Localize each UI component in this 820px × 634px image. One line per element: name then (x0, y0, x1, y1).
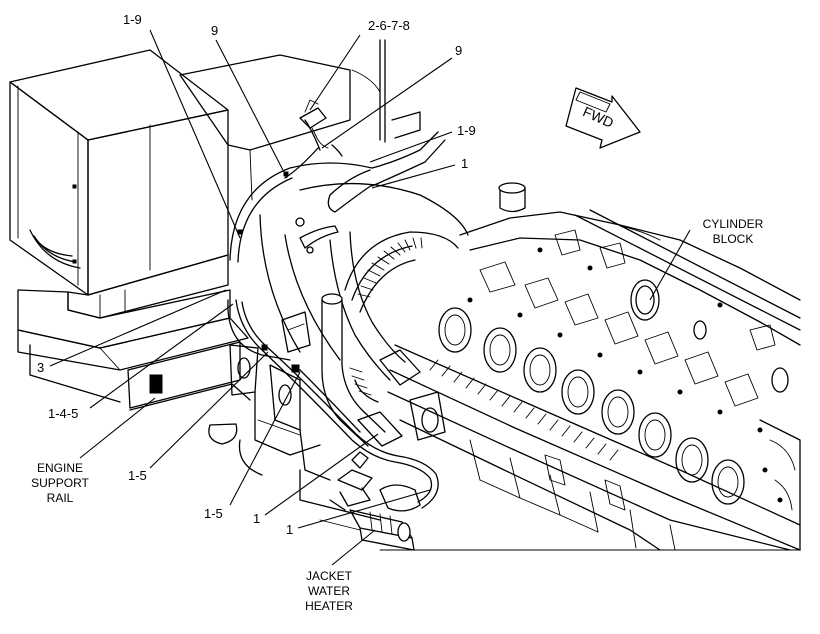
callout-1-5-lower: 1-5 (204, 506, 223, 521)
callout-1-9-top: 1-9 (123, 12, 142, 27)
engine-block (379, 182, 801, 551)
cylinder-bores (438, 307, 745, 505)
callout-1-right: 1 (461, 156, 468, 171)
flywheel-ring-gear (344, 231, 459, 403)
component-labels: CYLINDER BLOCK ENGINE SUPPORT RAIL JACKE… (31, 217, 764, 613)
callout-9-right: 9 (455, 43, 462, 58)
block-skirt (469, 439, 676, 551)
leader-lines (49, 29, 691, 566)
support-rail (17, 289, 381, 521)
label-cylinder-block-1: CYLINDER (703, 217, 764, 231)
block-hatching (429, 359, 619, 461)
label-engine-support-rail-3: RAIL (47, 491, 74, 505)
heater-assembly (319, 451, 421, 551)
label-jacket-water-heater-1: JACKET (306, 569, 353, 583)
block-bolts (467, 247, 783, 503)
callout-1-9-right: 1-9 (457, 123, 476, 138)
label-engine-support-rail-2: SUPPORT (31, 476, 89, 490)
callout-1-lower-a: 1 (253, 511, 260, 526)
label-cylinder-block-2: BLOCK (713, 232, 754, 246)
vent-line (284, 99, 343, 179)
callout-1-4-5: 1-4-5 (48, 406, 78, 421)
callout-1-lower-b: 1 (286, 522, 293, 537)
callout-9-left: 9 (211, 23, 218, 38)
fwd-label: FWD (581, 103, 617, 131)
block-bosses (479, 229, 776, 407)
callout-1-5-upper: 1-5 (128, 468, 147, 483)
label-jacket-water-heater-2: WATER (308, 584, 350, 598)
heater-hose (235, 299, 439, 509)
callout-2-6-7-8: 2-6-7-8 (368, 18, 410, 33)
upper-frame (179, 39, 421, 201)
flywheel-housing (227, 162, 469, 361)
fwd-arrow: FWD (565, 87, 641, 149)
callout-3: 3 (37, 360, 44, 375)
label-jacket-water-heater-3: HEATER (305, 599, 353, 613)
label-engine-support-rail-1: ENGINE (37, 461, 83, 475)
generator-housing (9, 49, 229, 319)
callouts: 1-9 9 2-6-7-8 9 1-9 1 3 1-4-5 1-5 1-5 1 … (37, 12, 476, 537)
